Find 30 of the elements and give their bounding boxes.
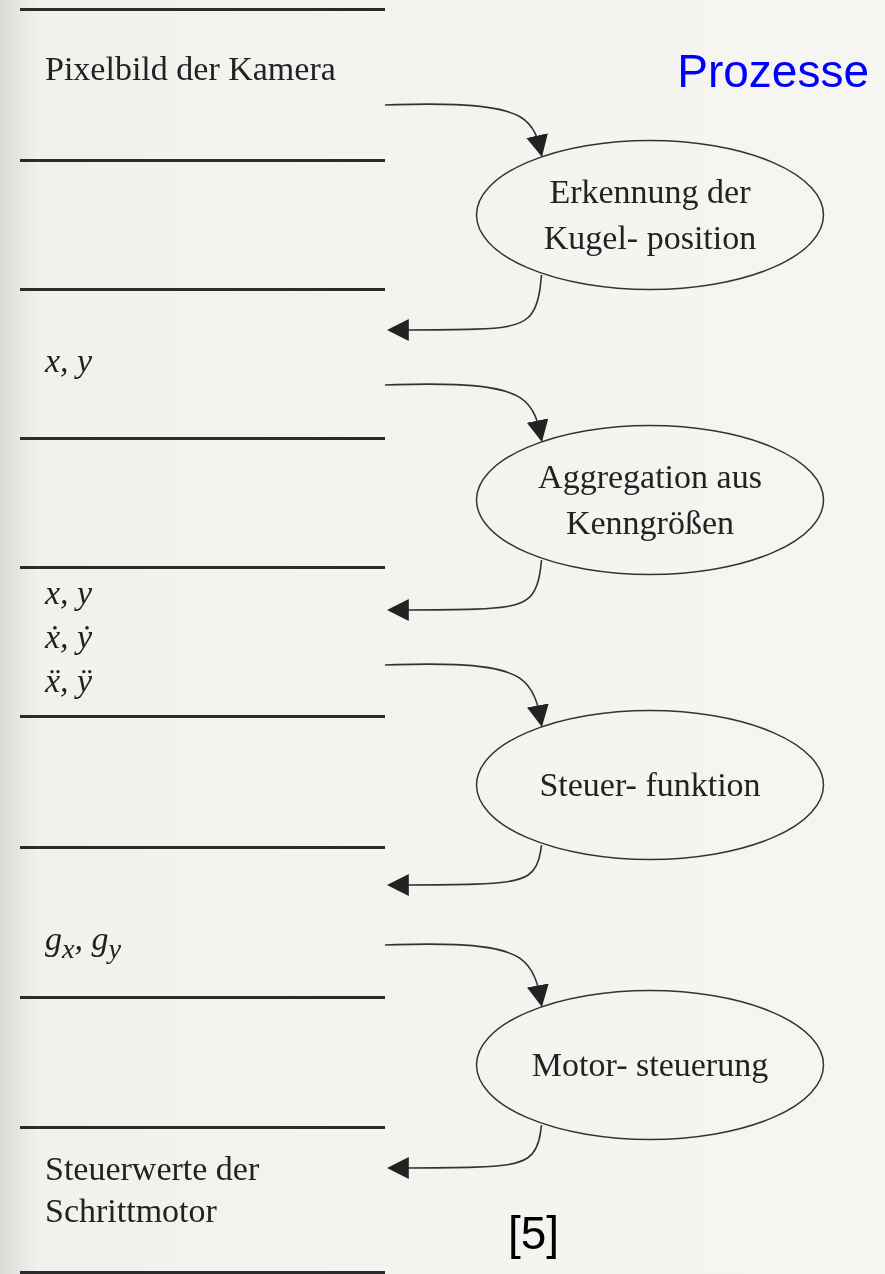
process-label: Motor- steuerung xyxy=(530,1045,770,1085)
arrow xyxy=(386,559,543,621)
process-ellipse xyxy=(475,989,825,1141)
arrow xyxy=(384,943,549,1008)
process-label: Aggregation aus Kenngrößen xyxy=(537,457,763,543)
process-label: Steuer- funktion xyxy=(538,765,762,805)
data-store xyxy=(20,8,385,162)
data-store xyxy=(20,288,385,440)
variable-label: ẋ, ẏ xyxy=(45,617,94,657)
data-store xyxy=(20,1126,385,1274)
data-store xyxy=(20,566,385,718)
arrow xyxy=(384,663,549,728)
title: Prozesse xyxy=(677,44,869,98)
arrow xyxy=(386,1124,543,1179)
variable-label: x, y xyxy=(45,573,94,613)
store-label: Pixelbild der Kamera xyxy=(45,49,337,89)
variable-label: g$_{x}$, g$_{y}$ xyxy=(45,919,123,966)
arrow xyxy=(384,383,549,443)
data-store xyxy=(20,846,385,999)
arrow xyxy=(386,274,543,341)
variable-label: ẍ, ÿ xyxy=(45,661,94,701)
variable-label: x, y xyxy=(45,341,94,381)
process-ellipse xyxy=(475,709,825,861)
reference-label: [5] xyxy=(508,1206,560,1260)
process-label: Erkennung der Kugel- position xyxy=(542,172,758,258)
process-ellipse xyxy=(475,424,825,576)
arrow xyxy=(386,844,543,896)
arrow xyxy=(384,103,548,158)
process-ellipse xyxy=(475,139,825,291)
store-label: Steuerwerte der Schrittmotor xyxy=(45,1149,261,1231)
